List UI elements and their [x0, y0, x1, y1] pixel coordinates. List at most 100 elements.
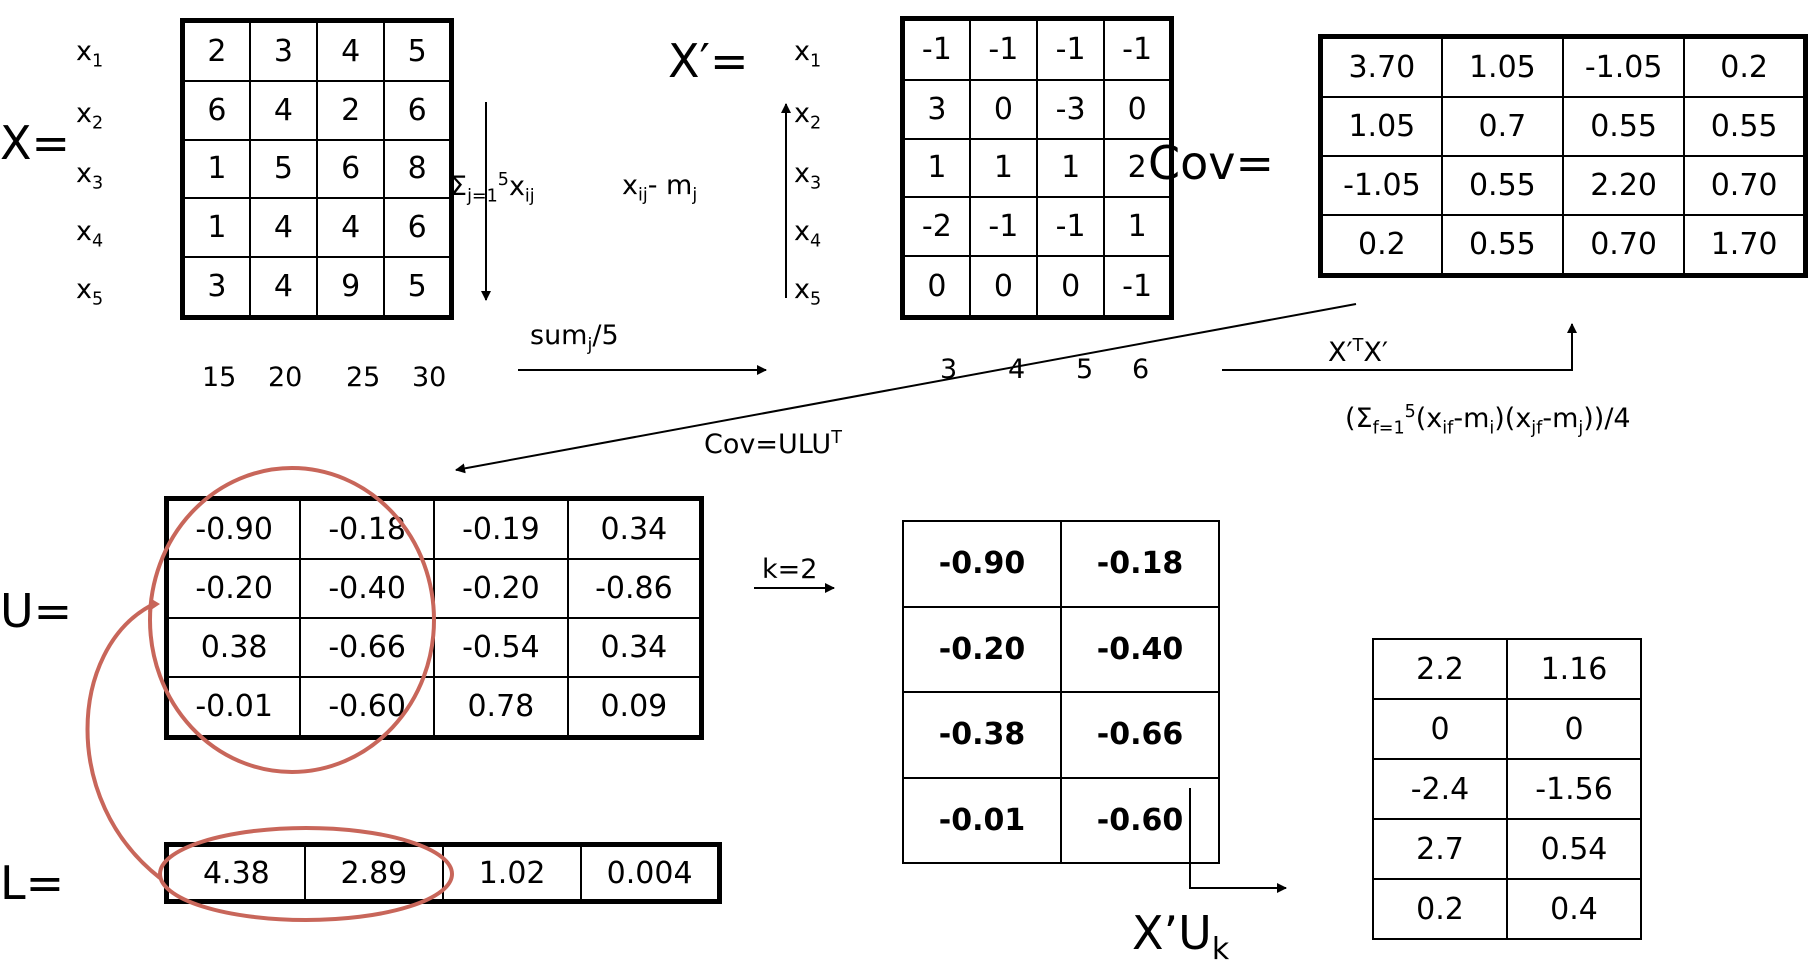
sum-symbol: Σ: [450, 171, 468, 202]
x-prime-matrix-cell: -1: [1103, 255, 1173, 319]
k-equals-2-label: k=2: [762, 554, 818, 585]
u-k-matrix-row: -0.20-0.40: [902, 605, 1220, 693]
column-mean: 5: [1076, 354, 1094, 385]
sum-sub: j=1: [467, 186, 498, 207]
row-label: x2: [76, 100, 103, 133]
sumj-b: /5: [592, 320, 619, 351]
covf-sub5: j: [1578, 418, 1584, 439]
xtx-a: X′: [1328, 337, 1353, 368]
row-label-index: 3: [91, 173, 104, 194]
x-matrix-cell: 4: [315, 197, 386, 258]
cov-matrix-cell: 0.70: [1683, 154, 1807, 216]
x-prime-matrix-cell: 0: [901, 255, 971, 319]
highlight-connector-arrow: [85, 604, 162, 880]
u-k-matrix-row: -0.90-0.18: [902, 520, 1220, 608]
column-mean: 6: [1132, 354, 1150, 385]
u-matrix-cell: 0.34: [566, 616, 703, 678]
x-matrix-cell: 6: [383, 80, 453, 141]
x-matrix-cell: 2: [181, 19, 251, 83]
x-matrix-cell: 6: [383, 197, 453, 258]
u-matrix-cell: -0.19: [433, 497, 569, 561]
x-prime-matrix-cell: 0: [1035, 255, 1106, 319]
row-label-var: x: [76, 216, 92, 247]
x-matrix-cell: 3: [248, 19, 319, 83]
l-vector-label: L=: [0, 856, 65, 910]
covf-a: (Σ: [1345, 403, 1373, 434]
u-matrix-cell: -0.20: [433, 558, 569, 619]
u-matrix-cell: -0.60: [299, 675, 435, 739]
cov-matrix-cell: 2.20: [1561, 154, 1686, 216]
cov-matrix-cell: 1.70: [1683, 213, 1807, 277]
x-matrix-cell: 1: [181, 197, 251, 258]
covf-e: -m: [1542, 403, 1579, 434]
cov-matrix-cell: 0.55: [1440, 154, 1565, 216]
row-label-var: x: [76, 158, 92, 189]
u-matrix-cell: 0.34: [566, 497, 703, 561]
row-label: x2: [794, 100, 821, 133]
cov-matrix-cell: 1.05: [1440, 35, 1565, 99]
xpuk-label: X’Uk: [1132, 910, 1229, 965]
row-label-var: x: [76, 274, 92, 305]
u-k-matrix-cell: -0.18: [1060, 520, 1220, 608]
row-label: x3: [76, 160, 103, 193]
result-matrix-cell: -2.4: [1372, 758, 1508, 820]
x-prime-matrix-cell: 0: [968, 255, 1039, 319]
covf-sub4: jf: [1531, 418, 1543, 439]
row-label-index: 4: [809, 231, 822, 252]
x-matrix-cell: 4: [248, 255, 319, 319]
row-label-index: 2: [91, 113, 104, 134]
row-label-index: 5: [91, 289, 104, 310]
x-prime-matrix-label: X′=: [668, 34, 749, 88]
cov-matrix-cell: 0.55: [1683, 96, 1807, 157]
cov-matrix-cell: -1.05: [1561, 35, 1686, 99]
column-sum: 25: [346, 362, 381, 393]
x-prime-matrix-cell: -3: [1035, 78, 1106, 140]
result-matrix-cell: 0: [1372, 698, 1508, 760]
cov-matrix-cell: 0.70: [1561, 213, 1686, 277]
x-matrix-label: X=: [0, 116, 71, 170]
x-prime-matrix-cell: -1: [1035, 17, 1106, 81]
result-matrix-cell: -1.56: [1506, 758, 1642, 820]
row-label: x4: [794, 218, 821, 251]
sumj-sub: j: [587, 335, 593, 356]
xpuk-arrow: [1189, 788, 1287, 893]
covf-f: ))/4: [1583, 403, 1631, 434]
xij-x: x: [622, 170, 638, 201]
cov-matrix-cell: 1.05: [1319, 96, 1443, 157]
u-columns-highlight: [148, 466, 436, 774]
u-matrix-cell: -0.18: [299, 497, 435, 561]
u-matrix-cell: -0.66: [299, 616, 435, 678]
row-label-var: x: [794, 98, 810, 129]
row-label-index: 5: [809, 289, 822, 310]
sumj-label: sumj/5: [530, 322, 619, 355]
l-vector-cell: 4.38: [165, 843, 306, 903]
row-label-var: x: [794, 36, 810, 67]
highlight-connector-arrowhead: [148, 598, 160, 612]
row-label-var: x: [76, 98, 92, 129]
xtx-label: X′TX′: [1328, 337, 1388, 368]
x-prime-matrix-cell: 0: [1103, 78, 1173, 140]
x-prime-matrix-cell: 1: [1103, 196, 1173, 258]
x-matrix-cell: 4: [248, 80, 319, 141]
covf-c: -m: [1453, 403, 1490, 434]
row-label-var: x: [794, 158, 810, 189]
result-matrix-row: -2.4-1.56: [1372, 758, 1642, 820]
row-label-var: x: [76, 36, 92, 67]
row-label: x1: [794, 38, 821, 71]
u-matrix-cell: 0.09: [566, 675, 703, 739]
ulu-a: Cov=ULU: [704, 429, 832, 460]
center-formula: xij- mj: [622, 172, 697, 205]
column-sum: 30: [412, 362, 447, 393]
xtx-up-arrow: [1222, 323, 1577, 371]
covf-sub2: if: [1442, 418, 1454, 439]
x-prime-matrix-cell: -1: [968, 196, 1039, 258]
